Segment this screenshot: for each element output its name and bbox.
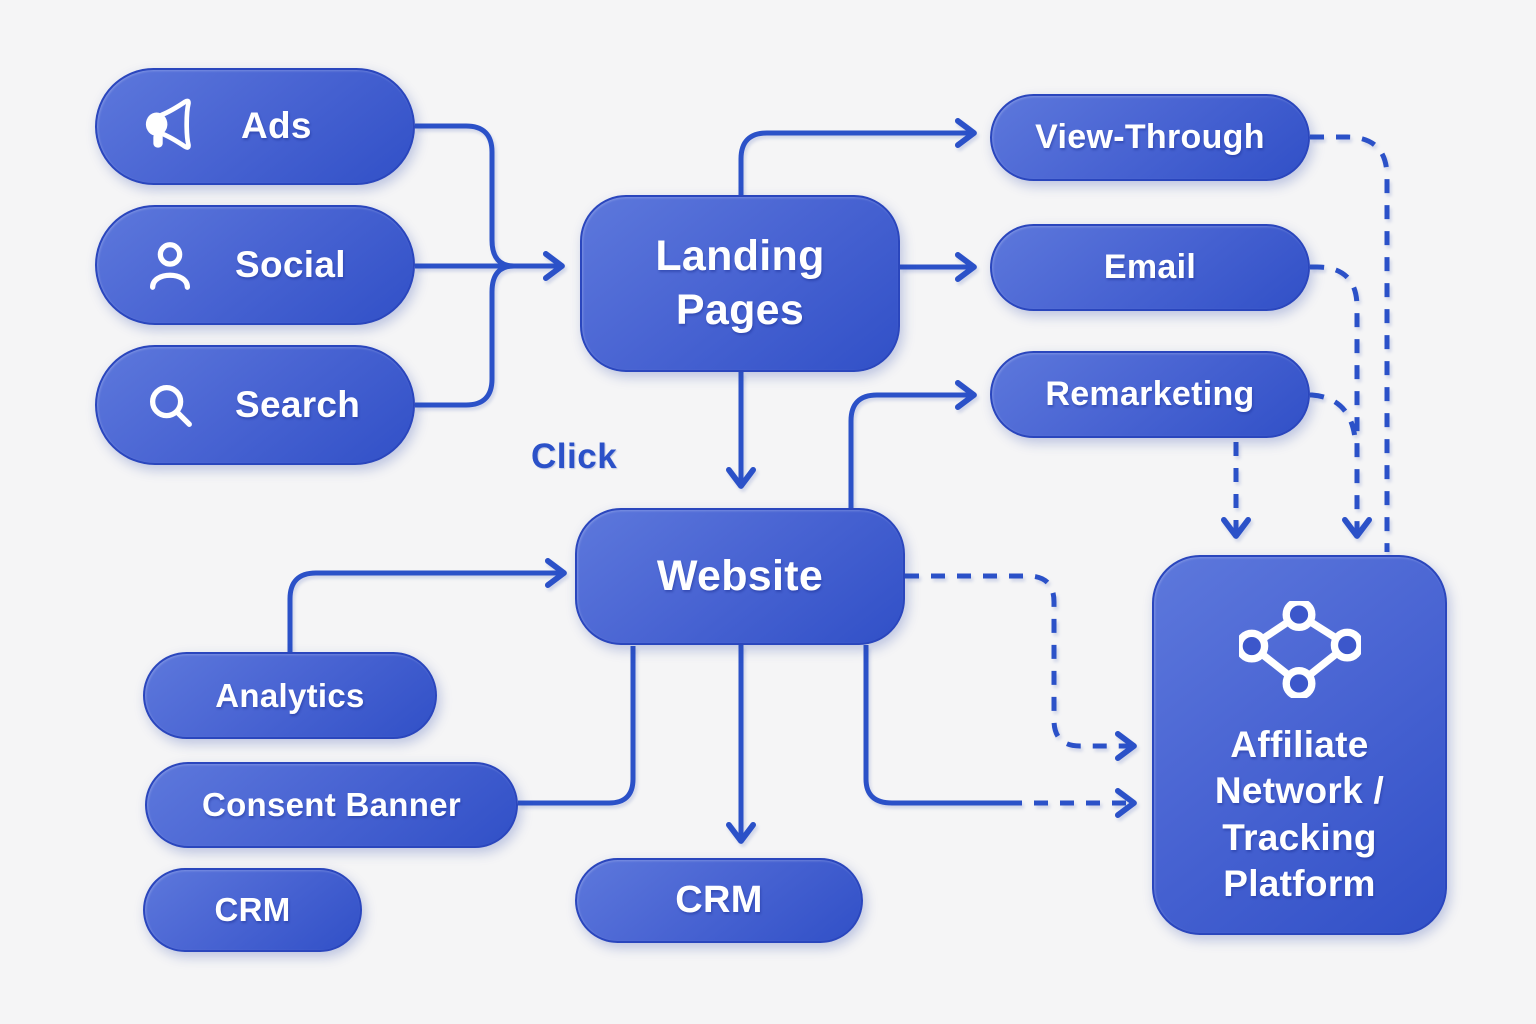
edge-ads-to-landing-pages [415, 123, 515, 269]
edge-landing-pages-to-view-through [738, 118, 977, 195]
edge-consent-banner-to-website [518, 646, 636, 806]
node-view-through: View-Through [990, 94, 1310, 181]
search-icon [143, 378, 197, 432]
person-icon [143, 238, 197, 292]
node-analytics: Analytics [143, 652, 437, 739]
node-label: Social [235, 243, 346, 285]
node-label: CRM [675, 878, 763, 921]
node-label: Remarketing [1045, 375, 1255, 414]
node-affiliate-network: Affiliate Network / Tracking Platform [1152, 555, 1447, 935]
node-label: Consent Banner [201, 786, 462, 824]
node-label: Ads [241, 105, 312, 147]
edge-website-to-remarketing [848, 380, 977, 508]
network-icon [1238, 601, 1361, 698]
node-website: Website [575, 508, 905, 645]
edge-website-to-affiliate-upper [905, 573, 1137, 761]
node-social: Social [95, 205, 415, 325]
node-email: Email [990, 224, 1310, 311]
node-label: View-Through [1035, 118, 1265, 157]
node-crm-main: CRM [575, 858, 863, 943]
node-label: CRM [214, 891, 291, 929]
node-label: Affiliate Network / Tracking Platform [1214, 724, 1385, 904]
node-label: Landing Pages [655, 231, 825, 334]
edge-remarketing-merge-curve [1310, 392, 1358, 439]
node-remarketing: Remarketing [990, 351, 1310, 438]
edge-website-to-affiliate-lower-solid [863, 645, 1008, 806]
edge-email-to-affiliate [1310, 264, 1372, 539]
edge-analytics-to-website [287, 558, 567, 652]
click-annotation: Click [531, 437, 618, 476]
node-consent-banner: Consent Banner [145, 762, 518, 848]
edge-search-to-landing-pages [415, 263, 515, 408]
node-landing-pages: Landing Pages [580, 195, 900, 372]
node-label: Analytics [215, 676, 365, 714]
node-label: Email [1103, 248, 1197, 287]
node-label: Website [656, 551, 824, 600]
megaphone-icon [143, 98, 203, 156]
node-crm-side: CRM [143, 868, 362, 952]
node-label: Search [235, 383, 361, 425]
edge-view-through-to-affiliate [1310, 134, 1390, 552]
node-ads: Ads [95, 68, 415, 185]
node-search: Search [95, 345, 415, 465]
